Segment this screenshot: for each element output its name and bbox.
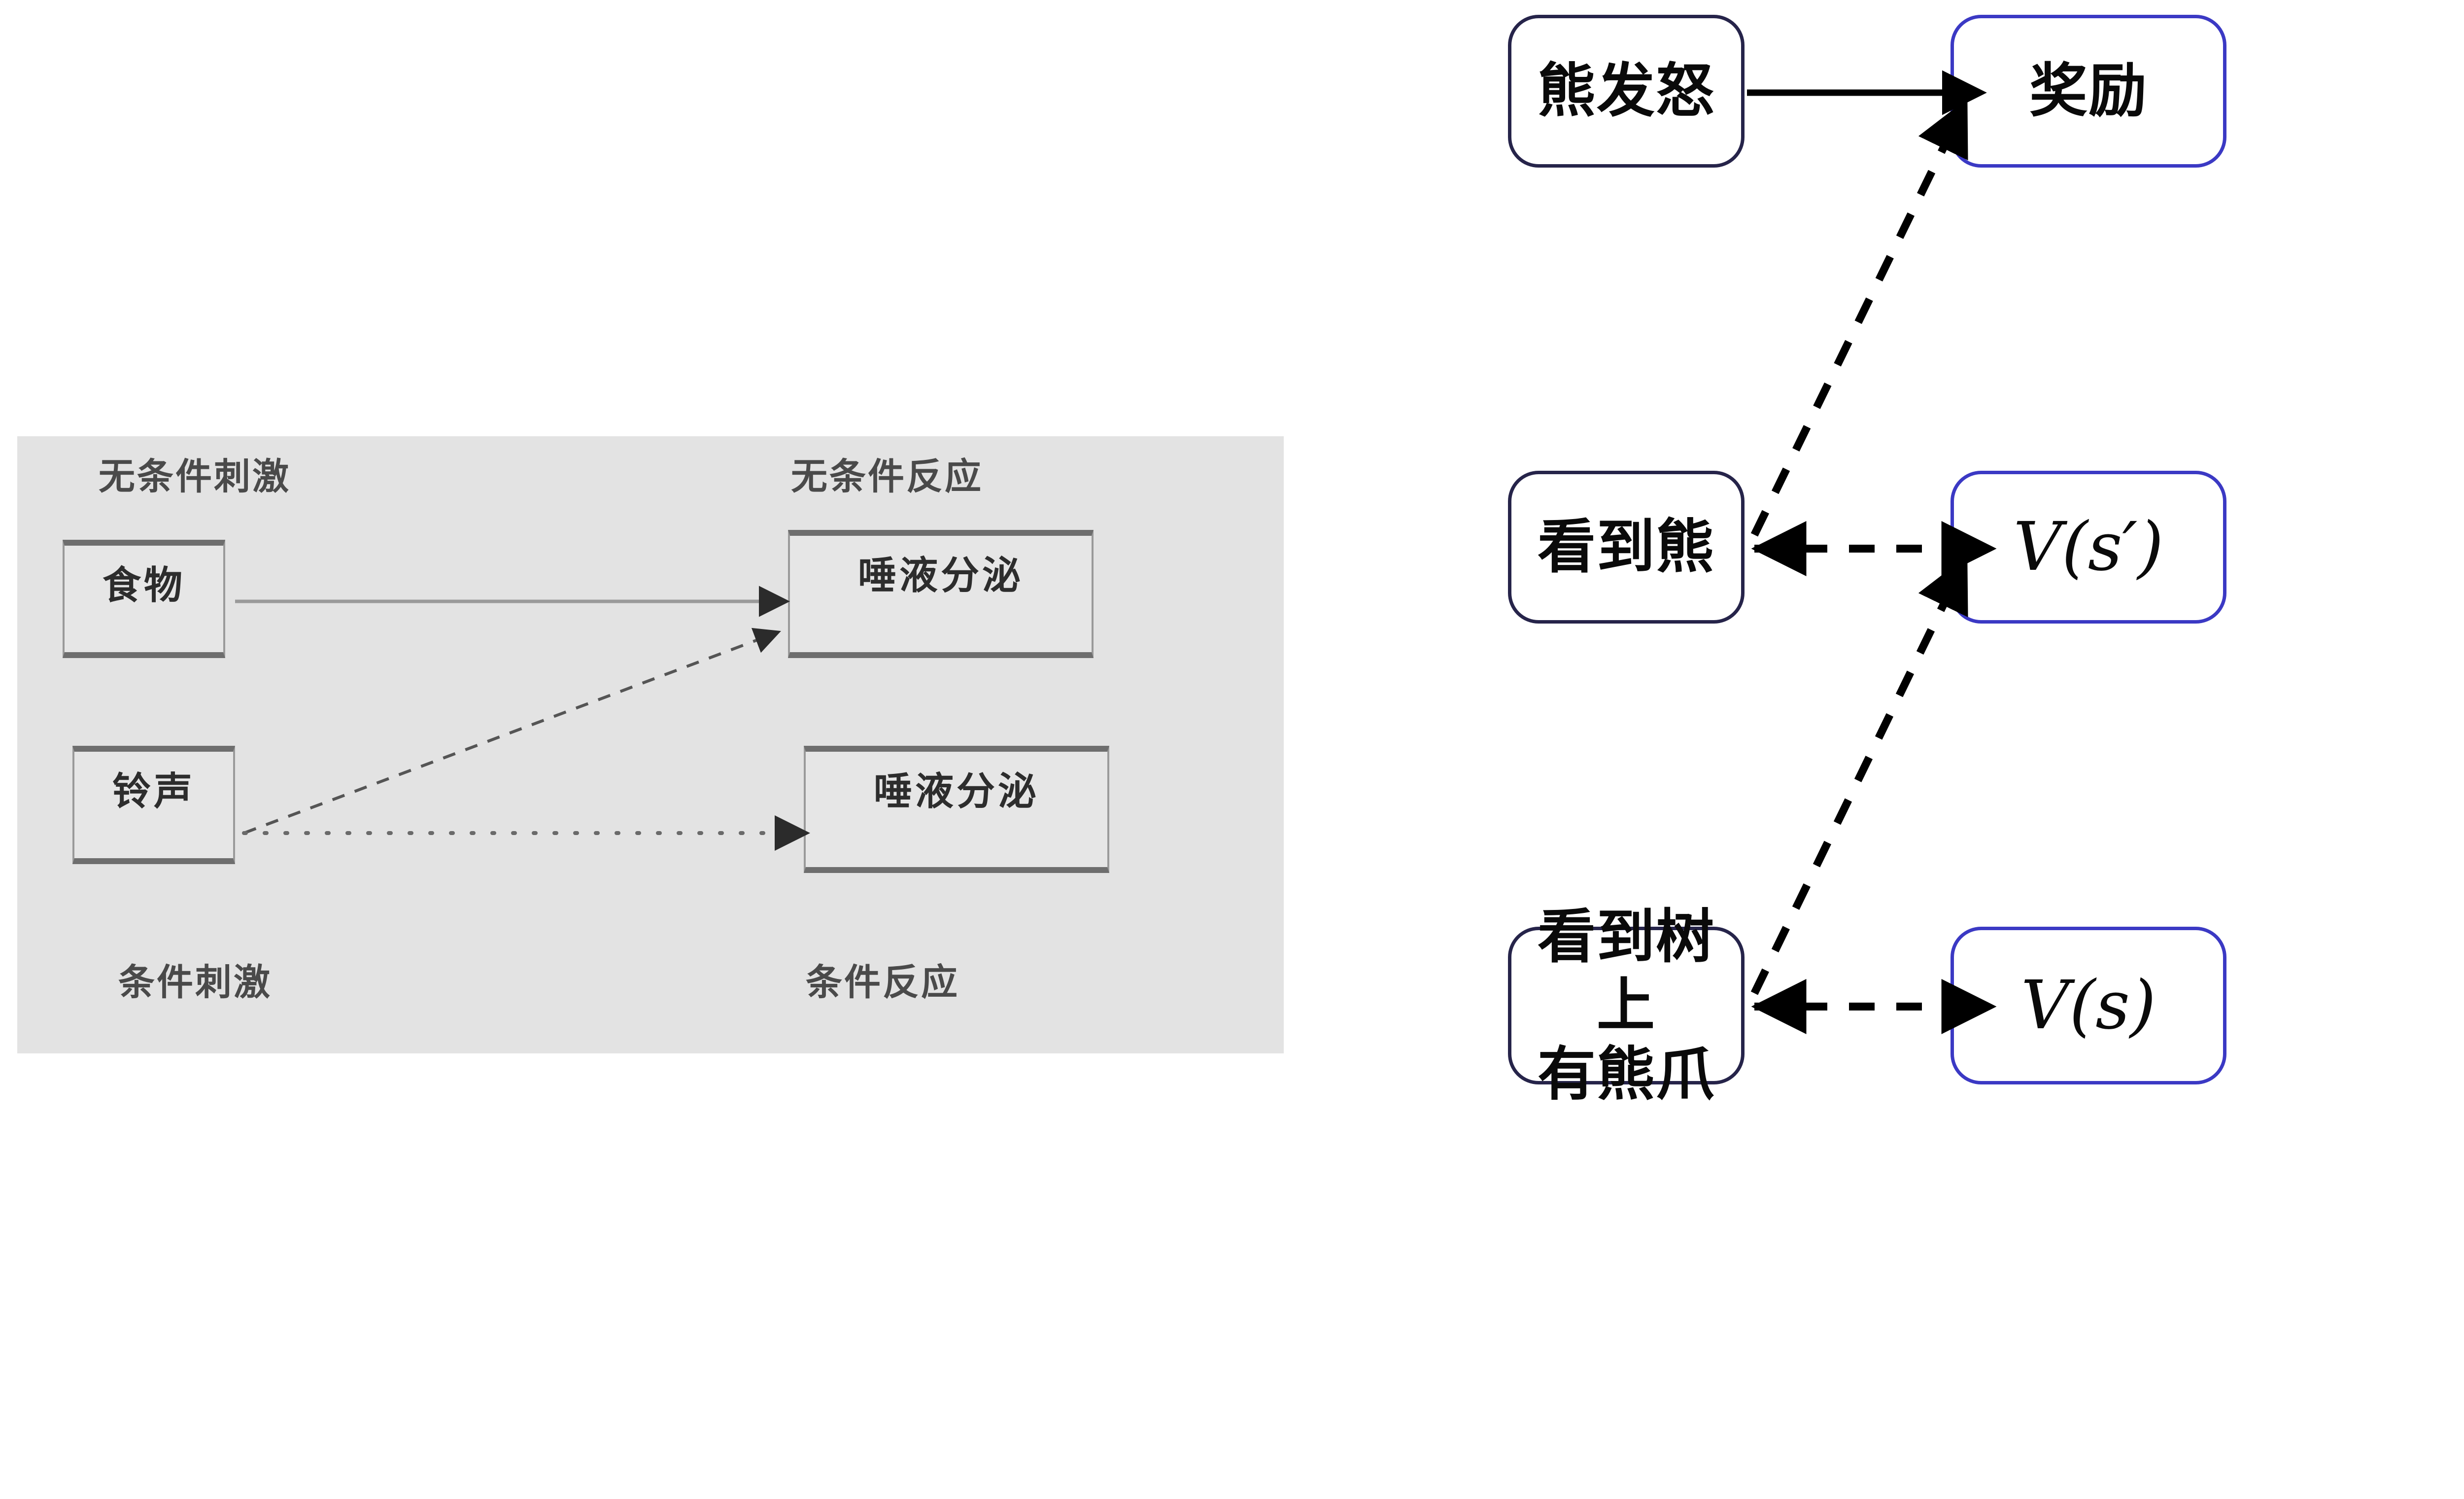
pavlov-connections (235, 586, 810, 851)
pavlov-box-salivation-bottom: 唾液分泌 (804, 746, 1109, 873)
rl-box-bear-angry-label: 熊发怒 (1537, 57, 1715, 125)
rl-box-see-paw-on-tree-label: 看到树上 有熊爪 (1537, 903, 1715, 1108)
pavlov-box-salivation-top-label: 唾液分泌 (857, 554, 1024, 598)
rl-box-see-bear-label: 看到熊 (1537, 513, 1715, 581)
conditioned-response-label: 条件反应 (806, 961, 959, 1004)
rl-box-reward[interactable]: 奖励 (1951, 15, 2226, 168)
rl-arrow-see-bear-to-reward (1750, 99, 1968, 537)
rl-box-see-paw-on-tree[interactable]: 看到树上 有熊爪 (1508, 903, 1745, 1108)
pavlov-conditioning-panel: 无条件刺激 无条件反应 条件刺激 条件反应 食物 铃声 唾液分泌 唾液分泌 (17, 436, 1284, 1053)
conditioned-stimulus-label: 条件刺激 (118, 961, 272, 1004)
pavlov-box-salivation-bottom-label: 唾液分泌 (873, 769, 1039, 814)
rl-box-reward-label: 奖励 (2029, 57, 2148, 125)
rl-connection-arrows (1747, 70, 1997, 1034)
rl-box-value-state-label: V(s) (2020, 966, 2156, 1045)
unconditioned-response-label: 无条件反应 (791, 455, 983, 498)
rl-arrow-see-paw-to-value-next-state (1750, 556, 1968, 995)
rl-td-learning-diagram: 熊发怒 看到熊 看到树上 有熊爪 奖励 V(s′) V(s) (1429, 0, 2464, 1499)
rl-box-value-next-state-label: V(s′) (2013, 508, 2164, 586)
rl-box-see-bear[interactable]: 看到熊 (1508, 471, 1745, 624)
unconditioned-stimulus-label: 无条件刺激 (99, 455, 291, 498)
pavlov-arrow-bell-to-salivation-top (243, 627, 781, 835)
rl-box-bear-angry[interactable]: 熊发怒 (1508, 15, 1745, 168)
pavlov-box-bell: 铃声 (72, 746, 235, 864)
pavlov-box-food: 食物 (63, 540, 225, 658)
pavlov-box-food-label: 食物 (102, 563, 185, 608)
pavlov-box-bell-label: 铃声 (112, 769, 195, 814)
rl-box-value-state[interactable]: V(s) (1951, 927, 2226, 1084)
